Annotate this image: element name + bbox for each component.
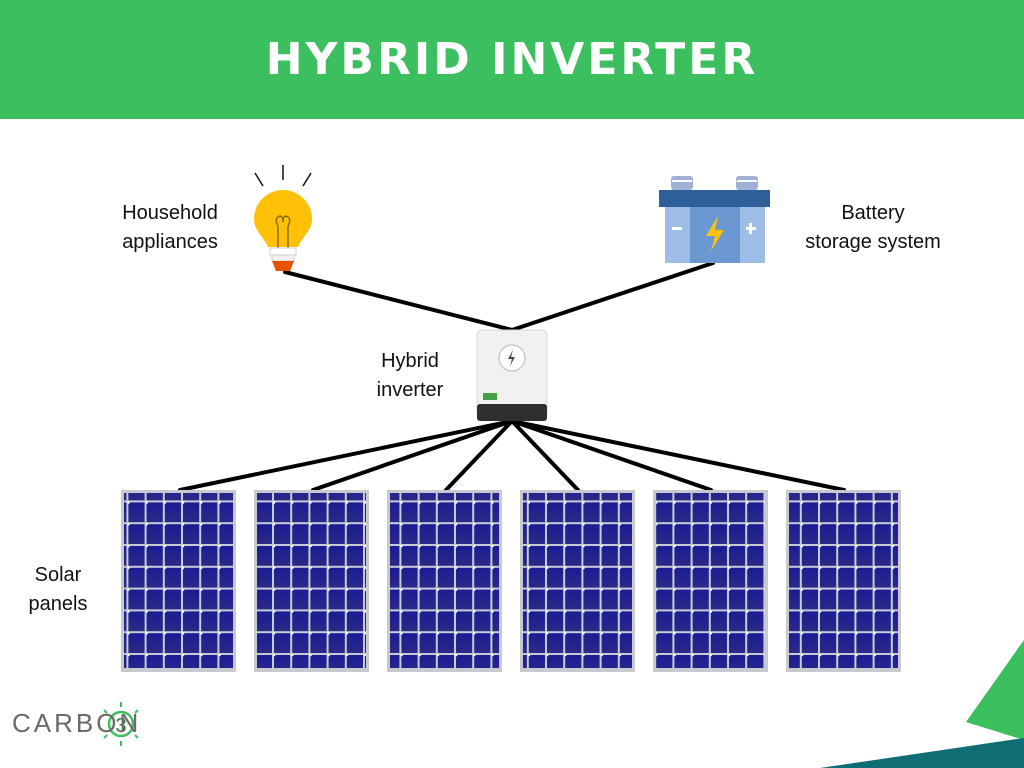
- connection-lines: [178, 261, 846, 492]
- battery-storage-label: Battery storage system: [805, 202, 941, 253]
- line-panel-3: [444, 419, 514, 492]
- hybrid-inverter-label: Hybrid inverter: [376, 350, 444, 401]
- line-panel-2: [311, 419, 514, 492]
- solar-panel-4: [520, 490, 635, 672]
- logo-text: CARBON: [12, 708, 142, 738]
- line-to-bulb: [283, 270, 514, 332]
- line-panel-4: [510, 419, 580, 492]
- household-appliances-label: Household appliances: [122, 202, 218, 253]
- line-panel-5: [510, 419, 713, 492]
- page-title: HYBRID INVERTER: [265, 34, 759, 85]
- header-bar: [0, 0, 1024, 119]
- light-bulb-icon: [254, 165, 312, 271]
- solar-panel-5: [653, 490, 768, 672]
- solar-panels-label: Solar panels: [28, 564, 88, 615]
- svg-text:3: 3: [115, 715, 126, 737]
- solar-panel-6: [786, 490, 901, 672]
- line-panel-6: [510, 419, 846, 492]
- solar-panel-1: [121, 490, 236, 672]
- solar-panels: [121, 490, 901, 672]
- battery-icon: [659, 176, 770, 263]
- line-to-battery: [510, 261, 715, 332]
- line-panel-1: [178, 419, 514, 492]
- inverter-icon: [476, 329, 548, 421]
- logo-mark: 3: [103, 702, 139, 746]
- solar-panel-2: [254, 490, 369, 672]
- solar-panel-3: [387, 490, 502, 672]
- corner-decoration: [820, 640, 1024, 768]
